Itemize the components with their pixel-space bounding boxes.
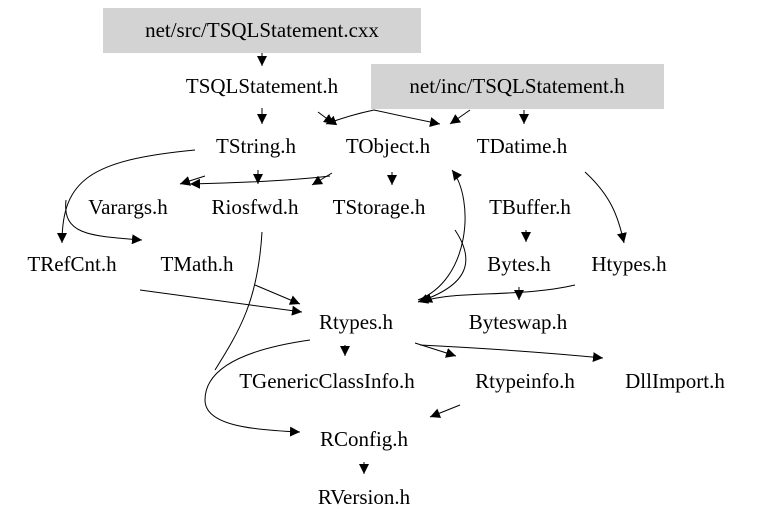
edge-htypes-to-rtypes [421, 284, 576, 303]
include-path-node-box [371, 64, 664, 109]
node-rtypeinfo[interactable]: Rtypeinfo.h [475, 369, 575, 393]
node-tsqlstatement-h[interactable]: TSQLStatement.h [185, 74, 339, 98]
node-tmath[interactable]: TMath.h [160, 252, 234, 276]
edge-trefcnt-to-rtypes [139, 289, 303, 316]
node-tgenericclassinfo[interactable]: TGenericClassInfo.h [239, 369, 415, 393]
edge-rtypes-tobject [417, 169, 466, 301]
node-byteswap[interactable]: Byteswap.h [468, 310, 568, 334]
edge-tstring-to-tmath [65, 199, 143, 245]
node-tobject[interactable]: TObject.h [345, 134, 431, 158]
edge-rtypes-to-dllimport [419, 344, 604, 363]
edge-netinc-to-tobject-2 [373, 109, 441, 127]
node-tstorage[interactable]: TStorage.h [332, 195, 426, 219]
node-rconfig[interactable]: RConfig.h [319, 427, 409, 451]
node-tstring[interactable]: TString.h [216, 134, 296, 158]
node-riosfwd[interactable]: Riosfwd.h [211, 195, 299, 219]
edge-tstring-to-trefcnt [57, 149, 196, 244]
node-dllimport[interactable]: DllImport.h [625, 369, 725, 393]
edge-netinc-to-tobject [325, 109, 375, 126]
edge-rtypeinfo-to-rconfig [429, 404, 461, 418]
node-varargs[interactable]: Varargs.h [88, 195, 168, 219]
edge-tobject-to-riosfwd [311, 172, 333, 186]
edge-tobject-to-varargs [189, 175, 331, 189]
edge-rtypes-to-rconfig [204, 339, 311, 437]
node-source-file[interactable]: net/src/TSQLStatement.cxx [145, 18, 379, 42]
edge-netinc-to-tobject-3 [449, 109, 471, 125]
node-bytes[interactable]: Bytes.h [487, 252, 551, 276]
edge-riosfwd-to-rconfig [214, 231, 263, 371]
edge-tmath-to-rtypes [254, 284, 301, 305]
node-htypes[interactable]: Htypes.h [591, 252, 667, 276]
edge-tdatime-to-htypes [584, 171, 627, 244]
node-tbuffer[interactable]: TBuffer.h [489, 195, 571, 219]
source-file-node-box [103, 8, 421, 53]
node-tdatime[interactable]: TDatime.h [476, 134, 568, 158]
edge-tstring-to-varargs [179, 175, 206, 186]
node-include-path[interactable]: net/inc/TSQLStatement.h [409, 74, 625, 98]
node-trefcnt[interactable]: TRefCnt.h [27, 252, 117, 276]
edge-tstorage-to-rtypes [417, 229, 467, 304]
node-rtypes[interactable]: Rtypes.h [318, 310, 394, 334]
node-rversion[interactable]: RVersion.h [317, 485, 411, 509]
